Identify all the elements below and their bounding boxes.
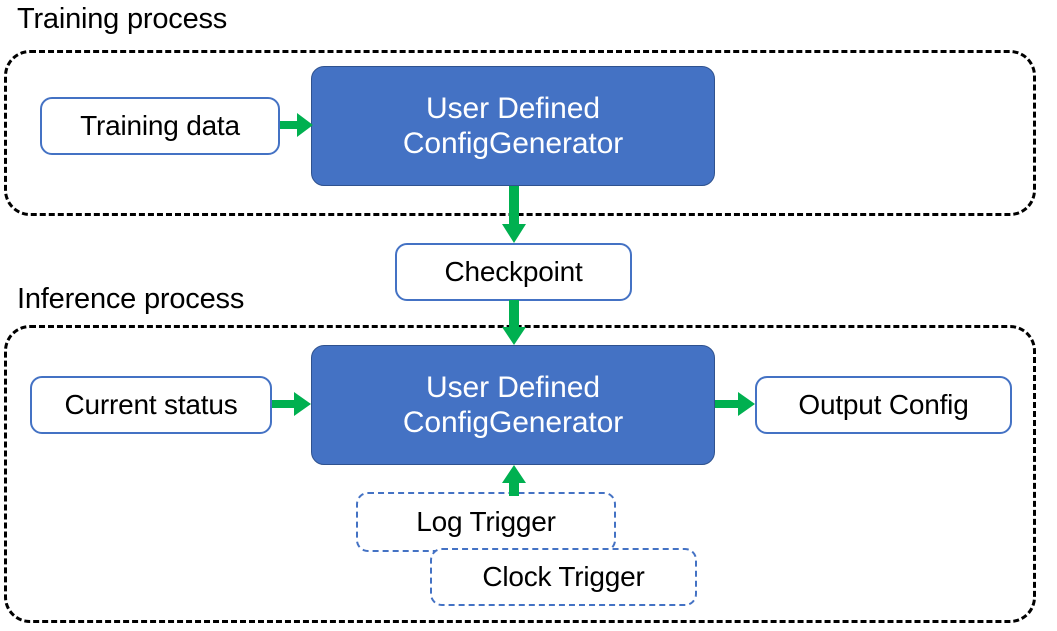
- node-training-user-defined-configgenerator[interactable]: User Defined ConfigGenerator: [311, 66, 715, 186]
- inference-process-caption: Inference process: [17, 283, 245, 315]
- node-training-generator-label-line1: User Defined: [426, 91, 600, 125]
- node-current-status-label: Current status: [64, 389, 238, 420]
- node-inference-user-defined-configgenerator[interactable]: User Defined ConfigGenerator: [311, 345, 715, 465]
- node-training-generator-label-line2: ConfigGenerator: [402, 127, 624, 160]
- node-checkpoint-label: Checkpoint: [444, 256, 583, 287]
- node-current-status[interactable]: Current status: [30, 376, 272, 434]
- node-clock-trigger[interactable]: Clock Trigger: [430, 548, 697, 606]
- node-training-data[interactable]: Training data: [40, 97, 280, 155]
- node-inference-generator-label-line1: User Defined: [426, 370, 600, 404]
- node-output-config[interactable]: Output Config: [755, 376, 1012, 434]
- arrow-training-data-to-generator-icon: [280, 112, 314, 138]
- node-inference-generator-label-line2: ConfigGenerator: [402, 406, 624, 439]
- arrow-triggers-to-generator-icon: [501, 465, 527, 497]
- node-output-config-label: Output Config: [798, 389, 969, 420]
- arrow-generator-to-output-config-icon: [715, 391, 756, 417]
- node-log-trigger[interactable]: Log Trigger: [356, 492, 616, 552]
- arrow-current-status-to-generator-icon: [272, 391, 312, 417]
- training-process-container: [4, 50, 1036, 216]
- inference-process-container: [4, 325, 1036, 623]
- arrow-generator-to-checkpoint-icon: [501, 186, 527, 244]
- node-clock-trigger-label: Clock Trigger: [482, 561, 645, 592]
- node-log-trigger-label: Log Trigger: [416, 506, 556, 537]
- node-training-data-label: Training data: [80, 110, 240, 141]
- training-process-caption: Training process: [17, 3, 228, 35]
- arrow-checkpoint-to-inference-generator-icon: [501, 300, 527, 346]
- node-checkpoint[interactable]: Checkpoint: [395, 243, 632, 301]
